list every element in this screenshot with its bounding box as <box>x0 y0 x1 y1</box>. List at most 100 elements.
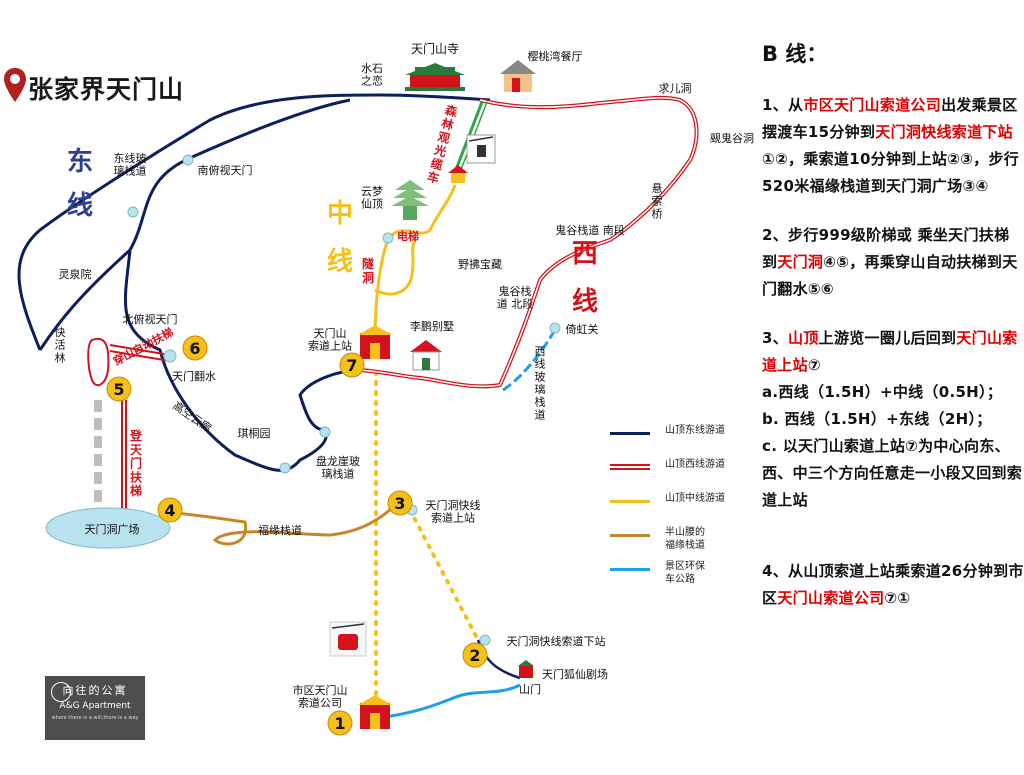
station-dot <box>279 462 291 474</box>
step-2: 2、步行999级阶梯或 乘坐天门扶梯到天门洞④⑤，再乘穿山自动扶梯到天门翻水⑤⑥ <box>762 222 1024 303</box>
brand-logo: 向往的公寓 A&G Apartment where there is a wil… <box>45 676 145 740</box>
label-elevator: 电梯 <box>397 229 419 243</box>
svg-text:2: 2 <box>469 646 480 665</box>
eco-bus-road <box>384 683 521 719</box>
step-option: a.西线（1.5H）+中线（0.5H）； <box>762 383 1003 401</box>
label-panlong: 盘龙崖玻璃栈道 <box>316 454 360 481</box>
label-east-glass: 东线玻璃栈道 <box>114 151 147 178</box>
label-yunmeng: 云梦仙顶 <box>361 185 383 211</box>
legend-swatch <box>610 500 650 503</box>
station-dot <box>163 349 177 363</box>
step-number: 1、 <box>762 96 789 114</box>
label-shuishi: 水石之恋 <box>361 62 383 88</box>
fuyuan-road <box>164 503 397 546</box>
label-west-glass: 西线玻璃栈道 <box>535 345 546 421</box>
legend-swatch <box>610 432 650 435</box>
label-jueqiao: 悬索桥 <box>652 182 663 220</box>
marker-4: 4 <box>157 497 183 523</box>
label-kuaihuolin: 快活林 <box>55 326 66 364</box>
step-text: 步行999级阶梯或 乘坐天门扶梯到 <box>762 226 1010 271</box>
step-text: ①②，乘索道10分钟到上站②③，步行520米福缘栈道到天门洞广场③④ <box>762 150 1020 195</box>
legend-item: 山顶中线游道 <box>610 488 770 522</box>
villa-icon <box>410 340 442 371</box>
gondola-icon <box>329 621 367 657</box>
label-shanmen: 山门 <box>519 682 541 696</box>
middle-line <box>373 184 457 341</box>
legend-swatch <box>610 464 650 470</box>
label-quick-bottom: 天门洞快线索道下站 <box>507 634 606 648</box>
legend-swatch <box>610 534 650 537</box>
theater-icon <box>518 660 534 678</box>
label-libie: 李鹏别墅 <box>410 319 454 333</box>
legend-label: 山顶中线游道 <box>665 493 725 504</box>
step-4: 4、从山顶索道上站乘索道26分钟到市区天门山索道公司⑦① <box>762 558 1024 612</box>
marker-7: 7 <box>339 352 365 378</box>
label-city-cableway: 市区天门山索道公司 <box>293 683 348 710</box>
station-dot <box>479 634 491 646</box>
label-tunnel: 隧洞 <box>362 256 374 285</box>
label-quick-top: 天门洞快线索道上站 <box>426 498 481 525</box>
cableway-top-station-icon <box>358 325 392 359</box>
location-pin-icon <box>4 68 26 102</box>
route-label-middle: 中线 <box>327 199 353 277</box>
svg-text:3: 3 <box>394 494 405 513</box>
step-text: ⑦ <box>807 356 821 374</box>
logo-sub: where there is a will,there is a way <box>51 715 139 721</box>
label-fuyuan: 福缘栈道 <box>258 523 302 537</box>
route-map: 1 2 3 4 5 6 7 天门山寺 樱桃湾餐厅 水石之恋 求儿洞 觋鬼谷洞 悬… <box>17 41 754 736</box>
marker-1: 1 <box>327 710 353 736</box>
step-option: c. 以天门山索道上站⑦为中心向东、西、中三个方向任意走一小段又回到索道上站 <box>762 437 1023 509</box>
legend-label: 山顶西线游道 <box>665 459 725 470</box>
step-number: 3、 <box>762 329 789 347</box>
west-line-inner <box>359 97 698 388</box>
step-number: 4、 <box>762 562 789 580</box>
legend-label: 景区环保车公路 <box>665 561 705 585</box>
label-gaokong: 高空云廊 <box>170 398 214 435</box>
restaurant-icon <box>500 60 536 92</box>
label-dengtianmen: 登天门扶梯 <box>129 428 143 498</box>
step-text: 上游览一圈儿后回到 <box>818 329 957 347</box>
legend-item: 景区环保车公路 <box>610 556 770 590</box>
step-number: 2、 <box>762 226 789 244</box>
station-dot <box>382 232 394 244</box>
step-text: ④⑤，再乘穿山自动扶梯到天门翻水⑤⑥ <box>762 253 1018 298</box>
step-text: ⑦① <box>884 589 911 607</box>
step-list: 1、从市区天门山索道公司出发乘景区摆渡车15分钟到天门洞快线索道下站①②，乘索道… <box>762 92 1024 612</box>
label-qitongyuan: 琪桐园 <box>238 426 271 440</box>
marker-6: 6 <box>182 335 208 361</box>
step-text: 从 <box>788 96 804 114</box>
marker-3: 3 <box>387 490 413 516</box>
legend: 山顶东线游道山顶西线游道山顶中线游道半山腰的福缘栈道景区环保车公路 <box>610 420 770 590</box>
label-beifu: 北俯视天门 <box>123 312 178 326</box>
label-yejian: 野拂宝藏 <box>458 257 502 271</box>
svg-text:6: 6 <box>189 339 200 358</box>
marker-2: 2 <box>462 642 488 668</box>
label-lingquanyuan: 灵泉院 <box>59 267 92 281</box>
cableway-quick <box>408 508 480 642</box>
pavilion-icon <box>448 165 468 183</box>
west-glass-walkway <box>499 329 557 394</box>
route-label-east: 东线 <box>67 146 93 221</box>
logo-en: A&G Apartment <box>59 701 131 711</box>
legend-item: 半山腰的福缘栈道 <box>610 522 770 556</box>
step-option: b. 西线（1.5H）+东线（2H）； <box>762 410 992 428</box>
label-qiuerdong: 求儿洞 <box>659 82 692 95</box>
svg-text:4: 4 <box>164 501 175 520</box>
legend-item: 山顶东线游道 <box>610 420 770 454</box>
label-guigu-north: 鬼谷栈道 北段 <box>497 284 534 311</box>
logo-mark-icon <box>51 682 71 702</box>
logo-cn: 向往的公寓 <box>62 684 128 697</box>
label-nanfu: 南俯视天门 <box>198 163 253 177</box>
cable-car-icon <box>466 134 496 164</box>
step-highlight: 市区天门山索道公司 <box>803 96 942 114</box>
label-tianmen-square: 天门洞广场 <box>85 522 140 536</box>
step-highlight: 山顶 <box>788 329 819 347</box>
station-dot <box>127 206 139 218</box>
step-text: 出发乘景区摆渡车15分钟到 <box>762 96 1018 141</box>
escalator-loop <box>87 337 110 387</box>
label-temple: 天门山寺 <box>411 41 459 56</box>
temple-icon <box>405 63 465 91</box>
step-highlight: 天门山索道公司 <box>777 589 885 607</box>
legend-label: 半山腰的福缘栈道 <box>665 527 705 551</box>
